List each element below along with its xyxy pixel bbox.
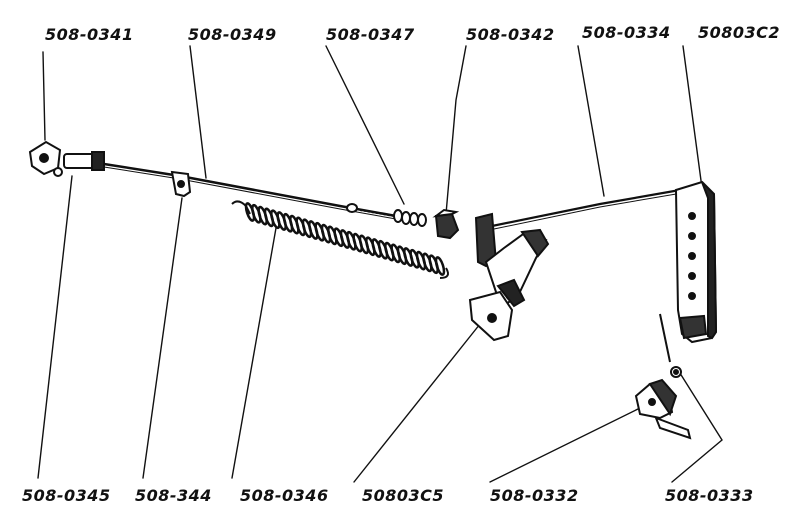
clamp-part-344: [170, 170, 192, 198]
leader-508-0346: [231, 227, 277, 479]
label-508-0342: 508-0342: [466, 25, 555, 44]
leader-508-0342: [445, 45, 467, 215]
block-part-0342: [432, 208, 460, 240]
label-508-0341: 508-0341: [45, 25, 134, 44]
leader-508-0333: [671, 369, 723, 483]
leader-508-0347: [325, 45, 405, 205]
leader-508-344: [142, 197, 183, 479]
label-508-0346: 508-0346: [240, 486, 329, 505]
leader-50803C5: [353, 323, 481, 483]
leader-50803C2: [682, 45, 703, 189]
label-508-0349: 508-0349: [188, 25, 277, 44]
label-508-0332: 508-0332: [490, 486, 579, 505]
bell-crank-part-50803C5: [468, 212, 550, 342]
small-bracket-part-0332: [634, 378, 692, 440]
leader-508-0345: [37, 175, 73, 479]
coil-loop: [434, 256, 446, 276]
coil-spring-body: [244, 202, 446, 276]
leader-508-0349: [189, 45, 207, 179]
label-50803C2: 50803C2: [698, 23, 781, 42]
bracket-plate-part-50803C2: [674, 180, 718, 344]
leader-508-0334: [577, 45, 605, 197]
label-50803C5: 50803C5: [362, 486, 445, 505]
leader-508-0332: [489, 407, 641, 483]
label-508-0347: 508-0347: [326, 25, 415, 44]
pin-part-0333: [659, 313, 682, 378]
label-508-0334: 508-0334: [582, 23, 671, 42]
link-rod-part-0334: [491, 188, 683, 230]
sleeve-part-0345: [63, 151, 105, 171]
clevis-part-0341: [28, 140, 63, 177]
label-508-344: 508-344: [135, 486, 212, 505]
label-508-0345: 508-0345: [22, 486, 111, 505]
washers-part-0347: [346, 203, 427, 227]
label-508-0333: 508-0333: [665, 486, 754, 505]
leader-508-0341: [42, 51, 46, 141]
